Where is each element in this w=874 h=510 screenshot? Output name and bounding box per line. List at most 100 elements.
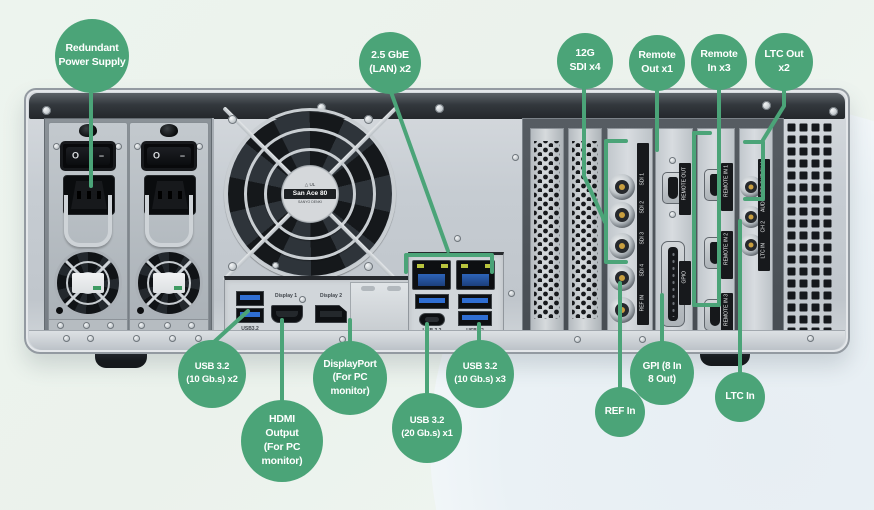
gpio-label: GPIO [681,271,688,284]
sdi-label-strip: SDI 1 SDI 2 SDI 3 SDI 4 REF IN [637,143,649,325]
bnc-sdi-1 [609,174,635,200]
remote-gpio-card: REMOTE OUT GPIO [655,128,693,333]
bnc-sdi-4 [609,265,635,291]
screw [57,322,64,329]
audio-ltc-out-ch2-label: CH 2 [760,221,767,233]
screw [134,143,141,150]
callout-usb-10g-x2: USB 3.2 (10 Gb.s) x2 [178,340,246,408]
screw [138,322,145,329]
remote-out-connector [662,172,684,204]
status-lamp [137,307,144,314]
screw [364,115,373,124]
switch-on-symbol: – [98,150,104,161]
ref-in-label: REF IN [639,295,646,312]
main-cooling-fan: △ UL San Ace 80 SANYO DENKI [222,106,398,282]
psu-fan [54,249,122,317]
screw [669,157,676,164]
fan-hub-label: △ UL San Ace 80 SANYO DENKI [281,165,339,223]
screw [53,143,60,150]
hdmi-port [271,305,303,323]
callout-gpi: GPI (8 In 8 Out) [630,341,694,405]
remote-out-label-strip: REMOTE OUT [679,163,691,215]
thumbscrew-knob [160,124,178,137]
rocker-face [66,147,110,165]
remote-in-3-strip: REMOTE IN 3 [721,293,733,333]
panel-divider [212,118,214,332]
callout-lan: 2.5 GbE (LAN) x2 [359,32,421,94]
screw [195,335,202,342]
display1-label: Display 1 [275,293,297,299]
thumbscrew-knob [79,124,97,137]
callout-usb-20g-x1: USB 3.2 (20 Gb.s) x1 [392,393,462,463]
remote-in-3-label: REMOTE IN 3 [723,294,730,326]
power-rocker-switch: O – [141,141,197,171]
bnc-ref-in [609,297,635,323]
usb-a-port [415,294,449,309]
remote-in-1-strip: REMOTE IN 1 [721,163,733,211]
screw [42,106,51,115]
audio-ltc-label-strip: AUDIO/LTC OUT CH 1 CH 2 LTC IN [758,159,770,271]
screw [107,322,114,329]
screw [188,322,195,329]
fan-sticker [72,273,104,293]
sdi1-label: SDI 1 [639,173,646,186]
callout-remote-out: Remote Out x1 [629,35,685,91]
screw [512,154,519,161]
screw [435,104,444,113]
cord-retention-clip [64,195,112,247]
switch-off-symbol: O [153,150,161,161]
status-lamp [56,307,63,314]
bnc-sdi-3 [609,233,635,259]
callout-displayport: DisplayPort (For PC monitor) [313,341,387,415]
psu-flange [130,319,208,332]
blank-plate [350,282,414,332]
remote-in-1-label: REMOTE IN 1 [723,165,730,197]
bnc-sdi-2 [609,202,635,228]
screw [807,335,814,342]
screw [299,296,306,303]
ltc-in-label: LTC IN [760,243,767,259]
screw [83,322,90,329]
ethernet-port-1 [412,260,451,290]
screw [196,143,203,150]
audio-ltc-card: AUDIO/LTC OUT CH 1 CH 2 LTC IN [739,128,773,333]
fan-sticker [153,273,185,293]
screw [364,262,373,271]
display2-label: Display 2 [320,293,342,299]
callout-sdi: 12G SDI x4 [557,33,613,89]
blank-slot-cover [568,128,602,333]
chassis-top-edge [29,93,845,119]
chassis-bottom-edge [29,330,845,350]
screw [829,107,838,116]
callout-hdmi-output: HDMI Output (For PC monitor) [241,400,323,482]
screw [164,322,171,329]
screw [87,335,94,342]
usb-a-port [458,294,492,309]
remote-in-2-strip: REMOTE IN 2 [721,231,733,279]
screw [228,115,237,124]
certification-marks: △ UL [304,182,316,188]
bnc-ltc-out-2 [740,206,762,228]
psu-fan [135,249,203,317]
usb-a-port [458,311,492,326]
blank-slot-cover [530,128,564,333]
lan-usb-panel: USB 3.2 USB3.2 [408,252,504,338]
callout-usb-10g-x3: USB 3.2 (10 Gb.s) x3 [446,340,514,408]
sdi-card: SDI 1 SDI 2 SDI 3 SDI 4 REF IN [607,128,653,333]
screw [317,103,326,112]
screw [454,235,461,242]
screw [669,211,676,218]
power-supply-bay: O – [44,118,212,334]
expansion-card-area: SDI 1 SDI 2 SDI 3 SDI 4 REF IN REMOTE OU… [522,118,784,338]
screw [115,143,122,150]
usb-c-port [419,313,445,326]
usb-a-port [236,291,264,306]
usb-a-port [236,308,264,323]
side-vent-grille [786,122,832,332]
sdi2-label: SDI 2 [639,201,646,214]
remote-in-card: REMOTE IN 1 REMOTE IN 2 REMOTE IN 3 [697,128,735,333]
power-supply-module-1: O – [48,122,128,332]
screw [508,290,515,297]
pc-io-panel: USB3.2 Display 1 Display 2 [224,276,416,337]
